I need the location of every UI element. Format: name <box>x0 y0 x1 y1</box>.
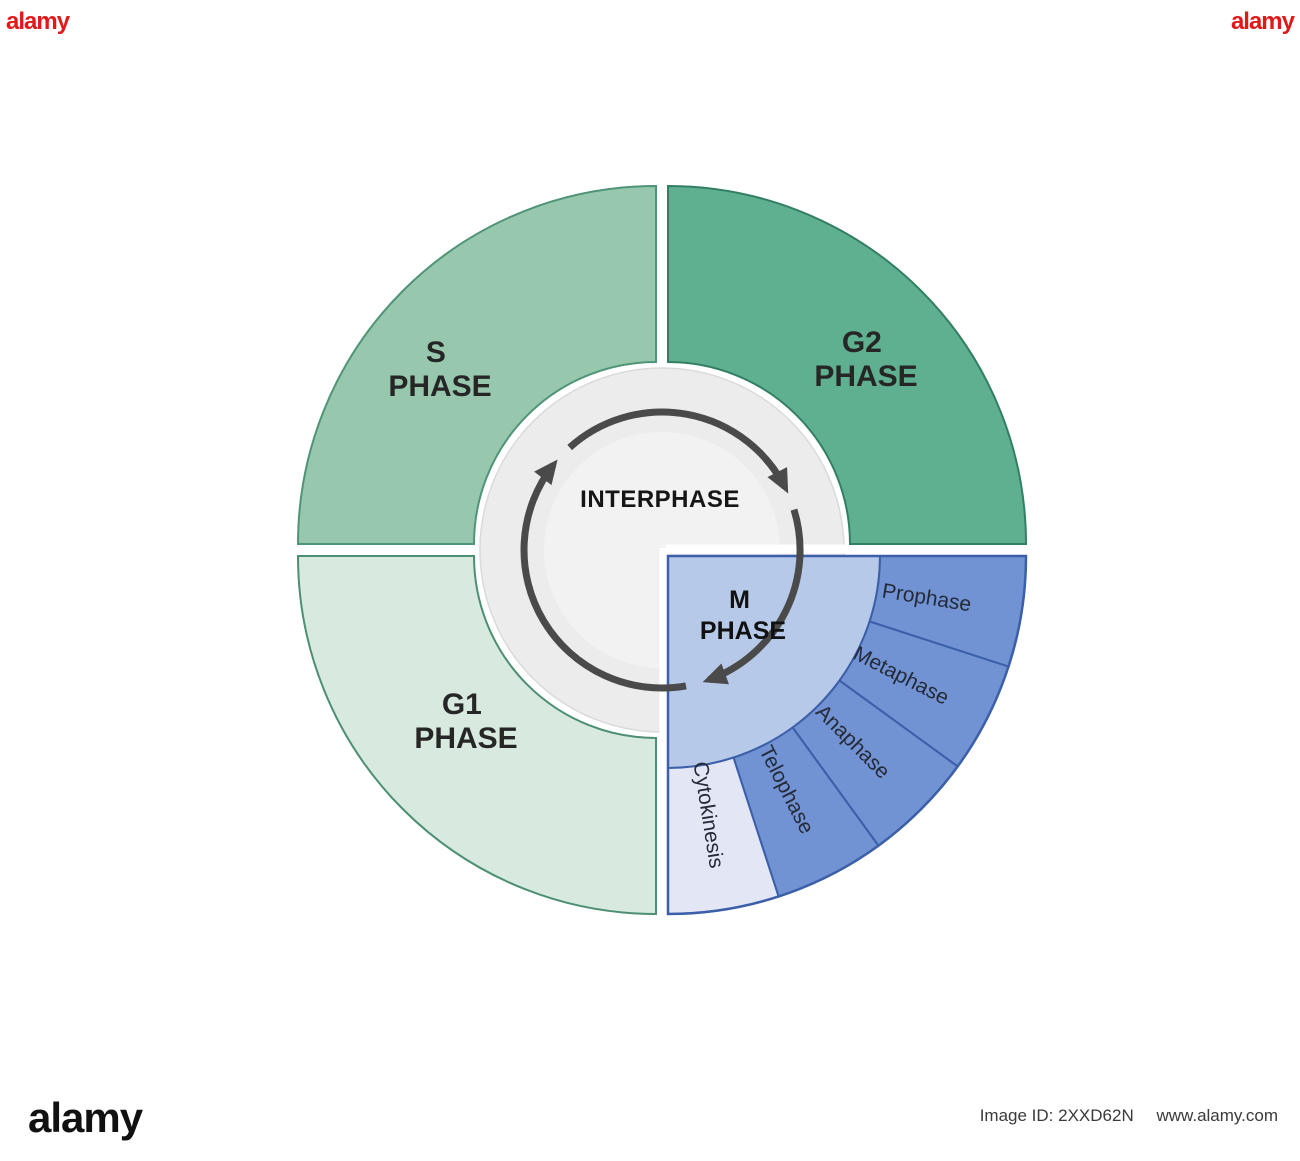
alamy-logo: alamy <box>28 1094 143 1141</box>
m-phase-line1: M <box>729 586 750 614</box>
cycle-arrows <box>520 408 804 692</box>
g1-phase-line1: G1 <box>442 688 482 721</box>
g2-phase-line1: G2 <box>842 326 882 359</box>
cycle-arrow-right <box>702 508 804 685</box>
g1-phase-sector <box>296 555 657 916</box>
m-phase-line2: PHASE <box>700 617 786 645</box>
g1-phase-label: G1 PHASE <box>414 688 517 755</box>
cycle-arrow-left <box>520 459 687 692</box>
alamy-corner-watermark-right: alamy <box>1230 8 1295 35</box>
cycle-arrow-top <box>567 408 789 494</box>
m-phase-label: M PHASE <box>700 586 786 645</box>
image-credit: Image ID: 2XXD62N www.alamy.com <box>980 1106 1278 1126</box>
s-phase-line1: S <box>426 336 446 369</box>
g1-phase-line2: PHASE <box>414 722 517 755</box>
g2-phase-label: G2 PHASE <box>814 326 917 393</box>
m-phase-outline <box>666 554 1028 916</box>
s-phase-label: S PHASE <box>388 336 491 403</box>
interphase-label: INTERPHASE <box>580 486 740 513</box>
alamy-corner-watermark-left: alamy <box>6 8 70 35</box>
s-phase-sector <box>296 184 657 545</box>
g2-phase-line2: PHASE <box>814 360 917 393</box>
s-phase-line2: PHASE <box>388 370 491 403</box>
alamy-url: www.alamy.com <box>1156 1106 1278 1125</box>
m-phase-group <box>666 554 1028 916</box>
image-id: Image ID: 2XXD62N <box>979 1106 1134 1125</box>
g2-phase-sector <box>667 184 1028 545</box>
